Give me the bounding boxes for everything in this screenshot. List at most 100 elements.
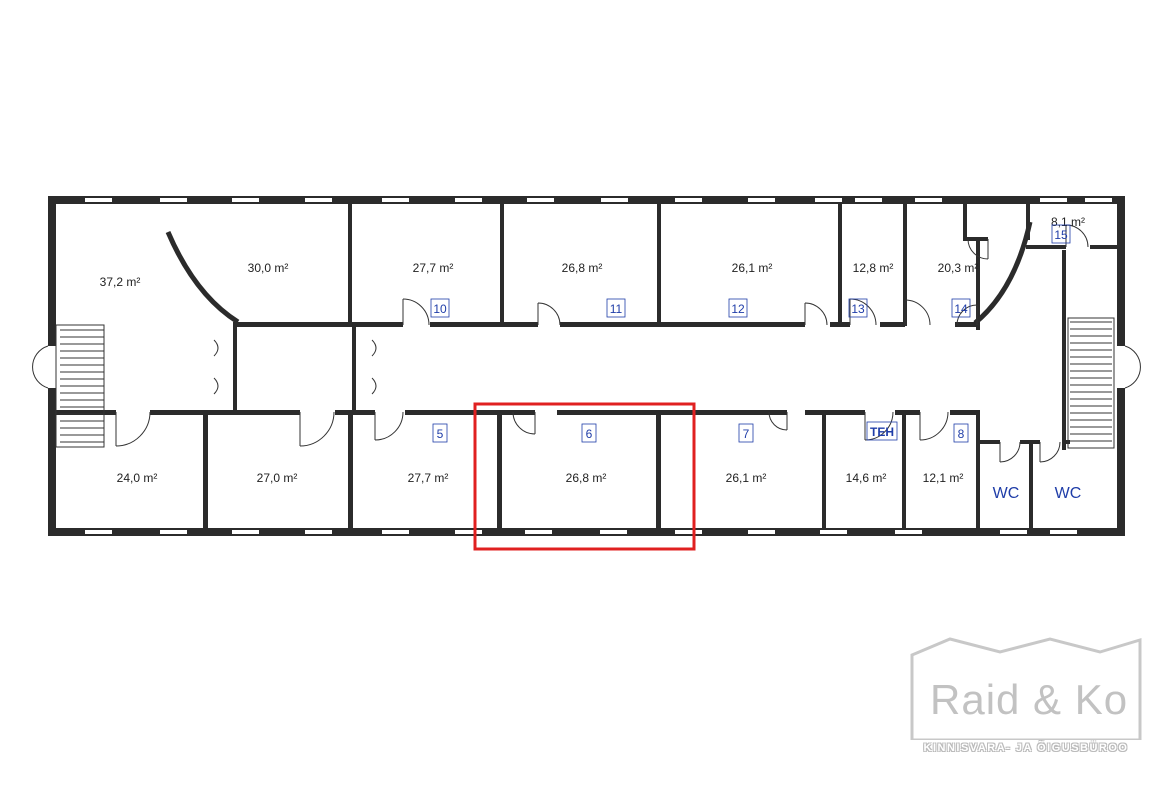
room-number-r-12: 12 xyxy=(731,302,745,316)
window xyxy=(305,198,332,202)
room-number-box xyxy=(738,423,754,443)
window xyxy=(527,198,554,202)
window xyxy=(600,530,627,534)
interior-wall xyxy=(880,322,905,327)
room-number-box xyxy=(432,423,448,443)
door-swing xyxy=(904,299,931,326)
window xyxy=(232,530,259,534)
window xyxy=(1040,198,1067,202)
interior-wall xyxy=(838,196,842,326)
wc-label: WC xyxy=(993,485,1020,502)
window xyxy=(455,530,482,534)
room-area-r-15: 8,1 m² xyxy=(1051,215,1085,229)
room-number-box xyxy=(430,298,450,318)
highlighted-room-6[interactable] xyxy=(473,402,696,551)
window xyxy=(748,198,775,202)
window xyxy=(675,198,702,202)
logo-name: Raid & Ko xyxy=(930,676,1129,723)
wc-label: WC xyxy=(1055,485,1082,502)
door-swing xyxy=(804,302,828,326)
window xyxy=(915,198,942,202)
room-area-r-14: 20,3 m² xyxy=(938,261,979,275)
room-number-r-teh: TEH xyxy=(870,425,894,439)
window xyxy=(525,530,552,534)
interior-wall xyxy=(233,322,237,410)
room-number-box xyxy=(866,421,898,441)
window xyxy=(601,198,628,202)
interior-wall xyxy=(895,410,920,415)
room-area-r-12: 26,1 m² xyxy=(732,261,773,275)
interior-wall xyxy=(822,410,826,532)
entrance-door xyxy=(1124,345,1141,389)
window xyxy=(305,530,332,534)
room-number-box xyxy=(848,298,868,318)
room-area-r-13: 12,8 m² xyxy=(853,261,894,275)
interior-wall xyxy=(963,196,967,240)
interior-wall xyxy=(352,322,356,410)
windows xyxy=(48,198,1125,534)
door-swing xyxy=(537,302,561,326)
room-number-r-13: 13 xyxy=(851,302,865,316)
outer-wall xyxy=(48,196,1125,204)
door-swing xyxy=(1039,441,1061,463)
interior-wall xyxy=(150,410,300,415)
room-area-r-24: 24,0 m² xyxy=(117,471,158,485)
hall-door xyxy=(371,339,377,357)
logo-badge xyxy=(906,637,1146,754)
room-area-r-teh: 14,6 m² xyxy=(846,471,887,485)
interior-wall xyxy=(500,196,504,326)
room-area-r-27: 27,0 m² xyxy=(257,471,298,485)
window xyxy=(160,530,187,534)
window xyxy=(1050,530,1077,534)
hall-door xyxy=(213,339,219,357)
interior-wall xyxy=(233,322,403,327)
interior-wall xyxy=(1062,250,1066,450)
interior-wall xyxy=(903,196,907,326)
door-swing xyxy=(768,411,788,431)
interior-wall xyxy=(1029,440,1033,532)
interior-wall xyxy=(348,410,353,532)
door-swing xyxy=(374,411,404,441)
window xyxy=(675,530,702,534)
room-area-r-8: 12,1 m² xyxy=(923,471,964,485)
room-number-r-7: 7 xyxy=(743,427,750,441)
room-number-r-6: 6 xyxy=(586,427,593,441)
room-number-box xyxy=(606,298,626,318)
interior-wall xyxy=(657,196,661,326)
interior-wall xyxy=(557,410,787,415)
window xyxy=(382,530,409,534)
room-number-box xyxy=(581,423,597,443)
room-area-r-37: 37,2 m² xyxy=(100,275,141,289)
window xyxy=(85,198,112,202)
window xyxy=(748,530,775,534)
curved-wall xyxy=(165,231,240,325)
interior-wall xyxy=(1026,245,1066,249)
interior-wall xyxy=(1090,245,1117,249)
room-area-r-11: 26,8 m² xyxy=(562,261,603,275)
entrance-left xyxy=(48,346,56,388)
door-swing xyxy=(115,411,151,447)
window xyxy=(1085,198,1112,202)
interior-wall xyxy=(405,410,535,415)
entrance-door xyxy=(32,345,49,389)
door-swing xyxy=(967,238,989,260)
room-area-r-10: 27,7 m² xyxy=(413,261,454,275)
interior-wall xyxy=(497,410,502,532)
window xyxy=(160,198,187,202)
window xyxy=(895,530,922,534)
room-number-box xyxy=(951,298,971,318)
window xyxy=(855,198,882,202)
window xyxy=(820,530,847,534)
interior-wall xyxy=(656,410,661,532)
window xyxy=(232,198,259,202)
door-swing xyxy=(999,441,1021,463)
interior-wall xyxy=(976,410,980,532)
entrance-right xyxy=(1117,346,1125,388)
interior-wall xyxy=(560,322,805,327)
interior-wall xyxy=(980,440,1000,444)
door-swing xyxy=(402,298,430,326)
stairs xyxy=(55,317,1115,449)
stair-right xyxy=(1067,317,1115,449)
